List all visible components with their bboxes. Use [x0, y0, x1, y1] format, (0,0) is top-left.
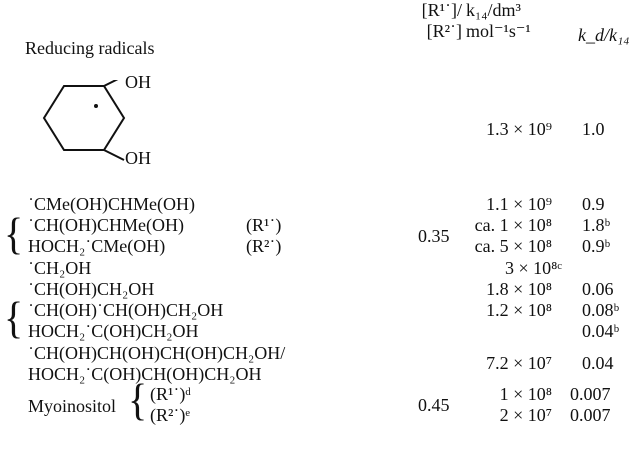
- ratio-row5: 0.06: [582, 279, 614, 299]
- oh-bottom-label: OH: [125, 148, 151, 168]
- radical-row11: (R²˙)ᵉ: [150, 405, 190, 425]
- k14-row1: 1.1 × 10⁹: [486, 194, 552, 214]
- brace-group1: {: [4, 208, 24, 259]
- brace-group2: {: [4, 292, 24, 343]
- radical-row9: HOCH₂˙C(OH)CH(OH)CH₂OH: [28, 364, 262, 384]
- header-k14-line1: k₁₄/dm³: [466, 0, 521, 20]
- ratio-row0: 1.0: [582, 119, 605, 139]
- myoinositol-label: Myoinositol: [28, 396, 117, 416]
- k14-row6: 1.2 × 10⁸: [486, 300, 552, 320]
- tag-row3: (R²˙): [246, 236, 282, 256]
- radical-row1: ˙CMe(OH)CHMe(OH): [28, 194, 195, 214]
- k14-row2: ca. 1 × 10⁸: [474, 215, 552, 235]
- radical-row10: (R¹˙)ᵈ: [150, 384, 191, 404]
- ratio-row10: 0.007: [570, 384, 611, 404]
- header-ratio-line2: [R²˙]: [426, 21, 462, 41]
- radical-row5: ˙CH(OH)CH₂OH: [28, 279, 155, 299]
- header-ratio-line1: [R¹˙]/: [421, 0, 462, 20]
- cyclohexanediol-structure: [42, 80, 126, 161]
- tag-row2: (R¹˙): [246, 215, 282, 235]
- header-k14-line2: mol⁻¹s⁻¹: [466, 21, 531, 41]
- radical-row4: ˙CH₂OH: [28, 258, 92, 278]
- radical-row8: ˙CH(OH)CH(OH)CH(OH)CH₂OH/: [28, 343, 286, 363]
- radical-row6: ˙CH(OH)˙CH(OH)CH₂OH: [28, 300, 224, 320]
- ratio-row8: 0.04: [582, 353, 614, 373]
- k14-row11: 2 × 10⁷: [499, 405, 552, 425]
- brace-myoinositol: {: [128, 374, 148, 425]
- ratio-row7: 0.04ᵇ: [582, 321, 620, 341]
- radical-row7: HOCH₂˙C(OH)CH₂OH: [28, 321, 199, 341]
- group-ratio-1: 0.35: [418, 226, 450, 246]
- ratio-row3: 0.9ᵇ: [582, 236, 611, 256]
- ratio-row1: 0.9: [582, 194, 605, 214]
- oh-top-label: OH: [125, 72, 151, 92]
- k14-row3: ca. 5 × 10⁸: [474, 236, 552, 256]
- ratio-row2: 1.8ᵇ: [582, 215, 611, 235]
- k14-row10: 1 × 10⁸: [499, 384, 552, 404]
- k14-row8: 7.2 × 10⁷: [486, 353, 552, 373]
- ratio-row11: 0.007: [570, 405, 611, 425]
- k14-row4: 3 × 10⁸ᶜ: [504, 258, 562, 278]
- ratio-row6: 0.08ᵇ: [582, 300, 620, 320]
- radical-row2: ˙CH(OH)CHMe(OH): [28, 215, 184, 235]
- k14-row5: 1.8 × 10⁸: [486, 279, 552, 299]
- k14-row0: 1.3 × 10⁹: [486, 119, 552, 139]
- header-kd-ratio: k_d/k₁₄: [578, 25, 630, 45]
- header-reducing-radicals: Reducing radicals: [25, 38, 155, 58]
- group-ratio-2: 0.45: [418, 395, 450, 415]
- radical-row3: HOCH₂˙CMe(OH): [28, 236, 166, 256]
